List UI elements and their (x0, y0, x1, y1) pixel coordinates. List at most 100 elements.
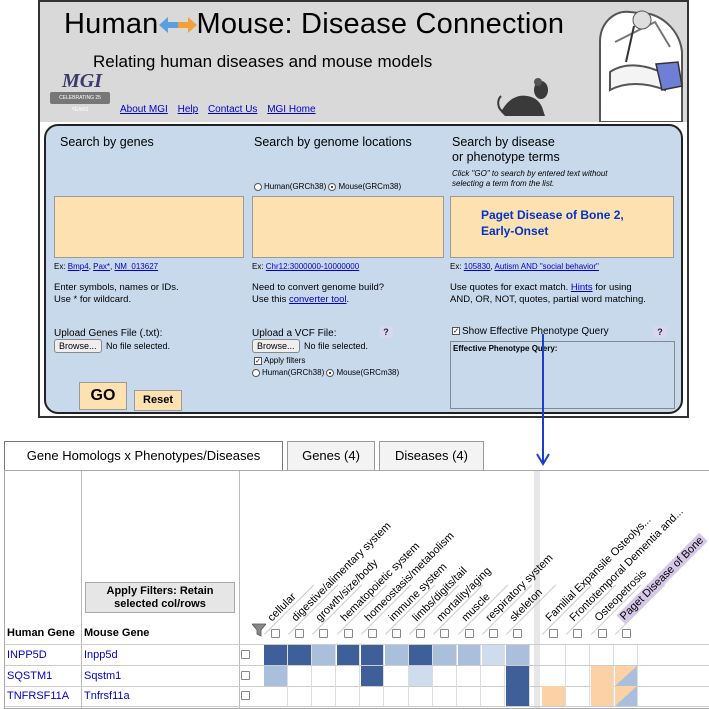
converter-tool-link[interactable]: converter tool (288, 294, 347, 305)
grid-cell[interactable] (542, 686, 566, 706)
column-checkbox[interactable] (392, 629, 401, 638)
apply-filters-checkbox[interactable]: ✓ (254, 356, 262, 365)
filter-radio-mouse-label: Mouse(GRCm38) (336, 368, 400, 377)
column-checkbox[interactable] (488, 629, 498, 638)
disease-example-sep: , (490, 262, 495, 271)
mouse-gene-link[interactable]: Inpp5d (84, 649, 118, 661)
vcf-help-icon[interactable]: ? (379, 326, 393, 338)
go-button[interactable]: GO (79, 382, 127, 410)
disease-note-1-suffix: for using (592, 282, 632, 293)
vcf-upload-label: Upload a VCF File: (252, 328, 337, 339)
column-checkbox[interactable] (597, 629, 607, 638)
filter-radio-human[interactable] (252, 368, 260, 377)
mouse-gene-link[interactable]: Tnfrsf11a (84, 690, 130, 702)
grid-cell (312, 665, 337, 686)
nav-contact[interactable]: Contact Us (207, 104, 258, 115)
genes-example-2[interactable]: Pax* (93, 262, 111, 271)
column-checkbox[interactable] (295, 629, 305, 638)
genes-examples-prefix: Ex: (54, 262, 68, 271)
row-checkbox[interactable] (241, 670, 250, 680)
grid-cell (458, 665, 482, 686)
reset-button[interactable]: Reset (134, 390, 182, 411)
nav-help[interactable]: Help (177, 104, 199, 115)
tab-genes[interactable]: Genes (4) (287, 441, 375, 471)
grid-cell[interactable] (264, 645, 288, 665)
grid-cell (482, 686, 506, 706)
radio-mouse-grcm38[interactable] (328, 182, 337, 191)
grid-cell[interactable] (385, 645, 409, 665)
filter-icon[interactable] (252, 623, 266, 637)
phenotype-help-icon[interactable]: ? (653, 326, 667, 338)
grid-cell[interactable] (506, 645, 530, 665)
column-checkbox[interactable] (549, 629, 559, 638)
nav-home[interactable]: MGI Home (267, 104, 316, 115)
disease-example-1[interactable]: 105830 (463, 262, 491, 271)
grid-cell[interactable] (506, 665, 530, 686)
genes-browse-button[interactable]: Browse... (54, 339, 102, 353)
grid-cell[interactable] (590, 686, 615, 706)
human-gene-link[interactable]: INPP5D (7, 649, 47, 661)
disease-input[interactable]: Paget Disease of Bone 2, Early-Onset (450, 196, 674, 258)
grid-cell[interactable] (614, 686, 639, 706)
disease-example-2[interactable]: Autism AND "social behavior" (494, 262, 599, 271)
grid-cell[interactable] (409, 645, 433, 665)
genes-examples: Ex: Bmp4, Pax*, NM_013627 (54, 262, 159, 271)
show-effective-checkbox[interactable]: ✓ (452, 327, 460, 336)
genome-radio-group: Human(GRCh38) Mouse(GRCm38) (254, 182, 401, 191)
column-checkbox[interactable] (513, 629, 522, 638)
grid-cell[interactable] (481, 645, 506, 665)
grid-cell[interactable] (312, 645, 337, 665)
grid-cell[interactable] (360, 645, 385, 665)
grid-cell[interactable] (360, 665, 385, 686)
grid-cell[interactable] (590, 665, 615, 686)
column-checkbox[interactable] (464, 629, 474, 638)
column-checkbox[interactable] (573, 629, 583, 638)
column-checkbox[interactable] (621, 629, 631, 638)
disease-note-2: AND, OR, NOT, quotes, partial word match… (450, 294, 646, 305)
grid-cell (482, 665, 506, 686)
grid-cell (433, 665, 458, 686)
human-gene-link[interactable]: TNFRSF11A (7, 690, 70, 702)
nav-about[interactable]: About MGI (120, 104, 168, 115)
radio-human-grch38[interactable] (254, 182, 262, 191)
column-checkbox[interactable] (440, 629, 450, 638)
genes-input[interactable] (54, 196, 244, 258)
genes-example-1[interactable]: Bmp4 (67, 262, 89, 271)
grid-cell[interactable] (506, 686, 530, 706)
genome-note-2: Use this converter tool. (252, 294, 349, 306)
tab-diseases[interactable]: Diseases (4) (379, 441, 484, 471)
row-checkbox[interactable] (241, 650, 250, 659)
grid-cell[interactable] (264, 665, 288, 686)
genome-note-2-prefix: Use this (252, 294, 289, 305)
column-checkbox[interactable] (416, 629, 426, 638)
mouse-gene-link[interactable]: Sqstm1 (84, 669, 122, 682)
row-checkbox[interactable] (241, 691, 250, 700)
grid-cell[interactable] (409, 665, 433, 686)
filter-radio-group: Human(GRCh38) Mouse(GRCm38) (252, 368, 399, 377)
mgi-logo[interactable]: MGI CELEBRATING 25 YEARS (50, 70, 114, 114)
grid-cell[interactable] (614, 665, 639, 686)
hints-link[interactable]: Hints (570, 282, 593, 293)
grid-cell (566, 645, 591, 665)
genome-example-link[interactable]: Chr12:3000000-10000000 (265, 262, 360, 271)
grid-cell (433, 686, 458, 706)
tab-gene-homologs[interactable]: Gene Homologs x Phenotypes/Diseases (4, 441, 283, 472)
column-checkbox[interactable] (271, 629, 280, 638)
vcf-browse-button[interactable]: Browse... (252, 339, 300, 353)
apply-filters-button[interactable]: Apply Filters: Retain selected col/rows (85, 582, 235, 613)
human-gene-link[interactable]: SQSTM1 (7, 669, 53, 682)
filter-radio-mouse[interactable] (326, 368, 335, 377)
column-checkbox[interactable] (319, 629, 329, 638)
column-checkbox[interactable] (367, 629, 377, 638)
column-checkbox[interactable] (343, 629, 353, 638)
grid-cell[interactable] (288, 645, 312, 665)
genome-note-2-suffix: . (346, 294, 350, 305)
genes-example-3[interactable]: NM_013627 (114, 262, 159, 271)
disease-note-1-prefix: Use quotes for exact match. (450, 282, 571, 293)
grid-cell[interactable] (433, 645, 458, 665)
grid-cell[interactable] (336, 645, 361, 665)
genome-heading: Search by genome locations (254, 135, 412, 149)
genome-input[interactable] (252, 196, 444, 258)
grid-cell[interactable] (457, 645, 482, 665)
